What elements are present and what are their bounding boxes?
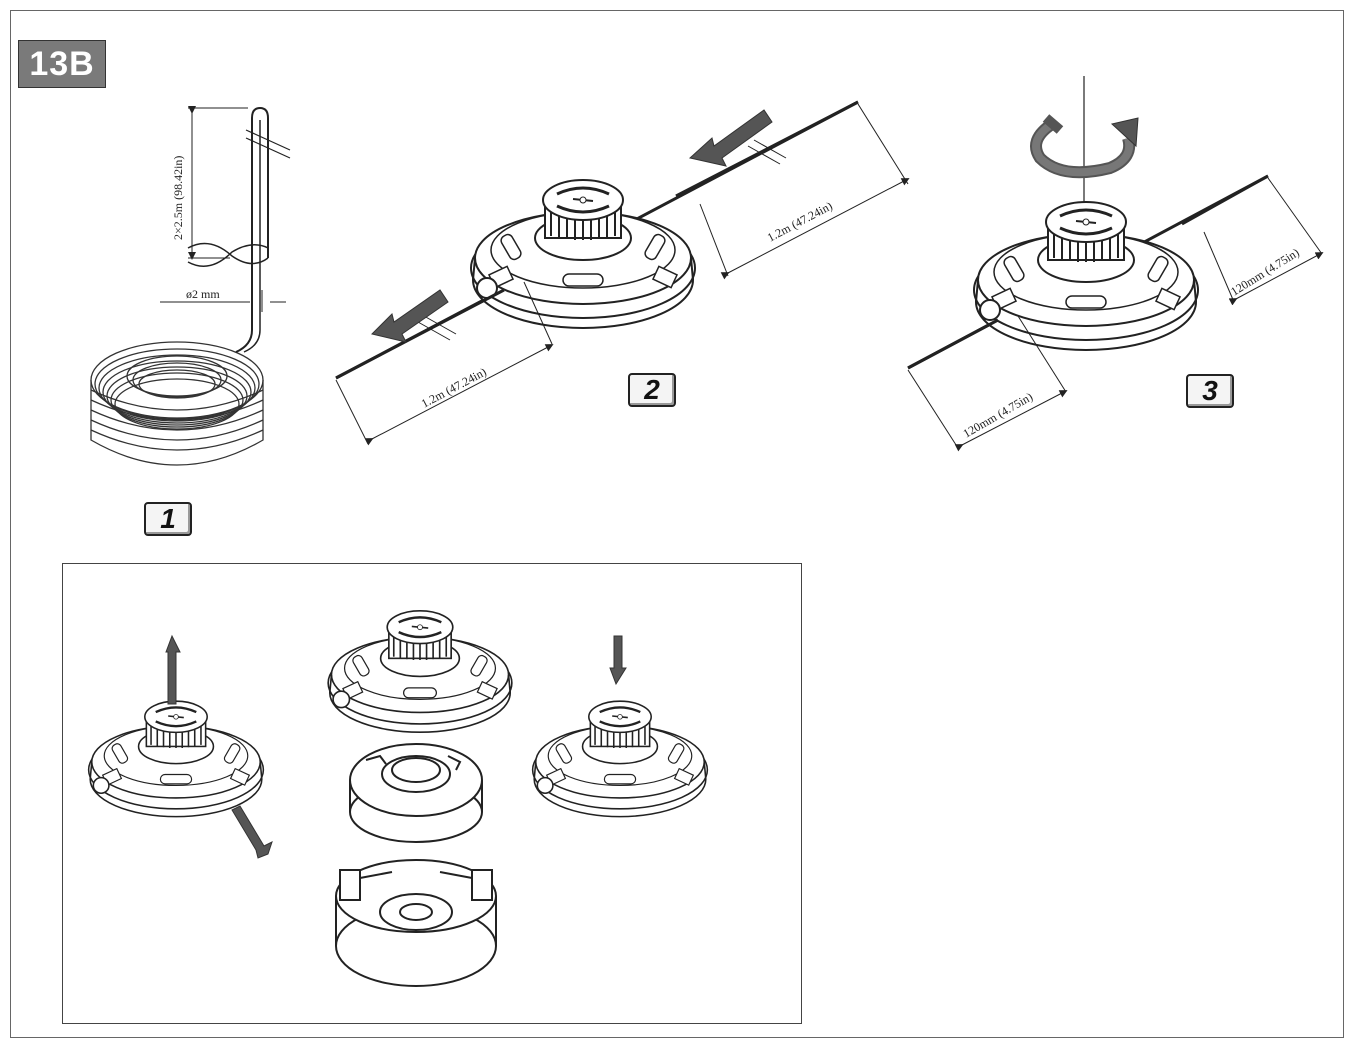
arrow-icon bbox=[165, 634, 627, 859]
step-2-badge: 2 bbox=[628, 373, 676, 407]
dim-line-diameter: ø2 mm bbox=[186, 287, 220, 301]
dim-line-length: 2×2.5m (98.42in) bbox=[171, 156, 185, 240]
figure-label: 13B bbox=[18, 40, 106, 88]
trimmer-head-icon bbox=[335, 100, 910, 446]
trimmer-head-icon bbox=[907, 76, 1324, 452]
dim-trim-left: 120mm (4.75in) bbox=[961, 389, 1036, 440]
step-1-badge: 1 bbox=[144, 502, 192, 536]
rotation-arrow-icon bbox=[1030, 114, 1139, 179]
arrow-icon bbox=[371, 109, 773, 343]
disassembly-inset bbox=[62, 563, 802, 1024]
spool-part bbox=[349, 743, 483, 843]
line-coil-icon bbox=[90, 106, 291, 466]
dim-right-half: 1.2m (47.24in) bbox=[765, 199, 835, 245]
step-3-badge: 3 bbox=[1186, 374, 1234, 408]
housing-base-part bbox=[335, 859, 497, 987]
figure-frame bbox=[10, 10, 1344, 1038]
dim-left-half: 1.2m (47.24in) bbox=[419, 365, 489, 411]
dim-trim-right: 120mm (4.75in) bbox=[1228, 245, 1302, 298]
